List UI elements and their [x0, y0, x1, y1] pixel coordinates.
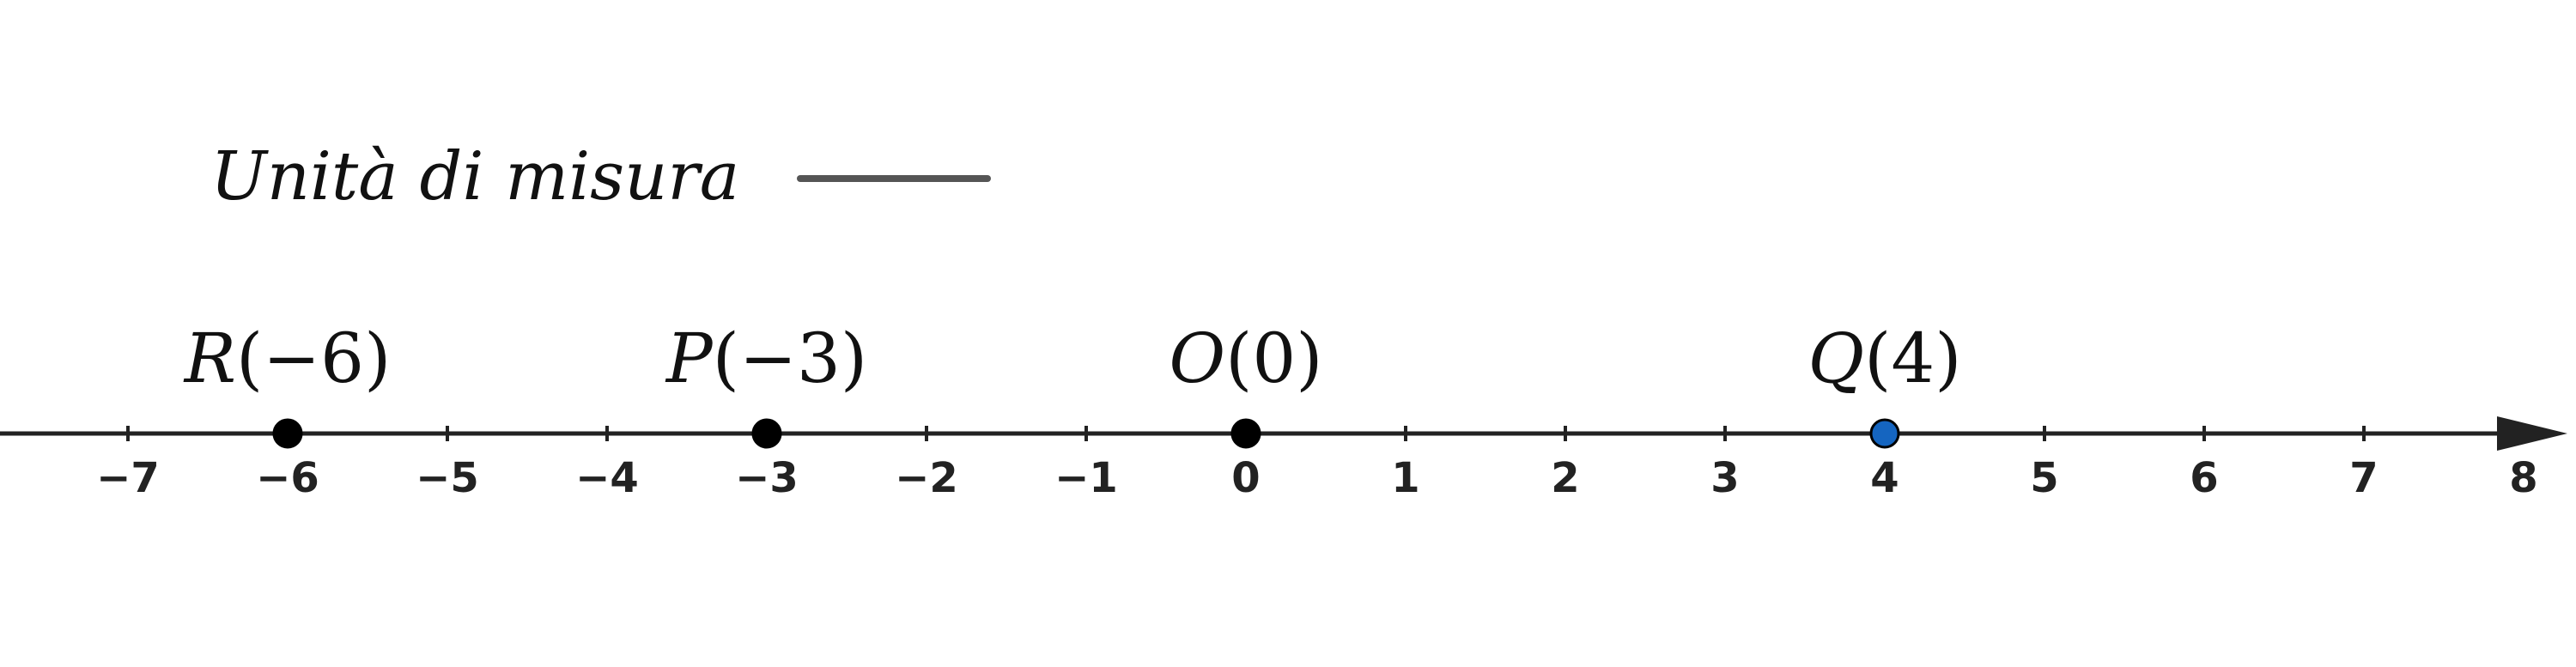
point-coordinate: (−3): [713, 318, 867, 398]
point-coordinate: (4): [1864, 318, 1961, 398]
point-label: Q(4): [1808, 318, 1962, 398]
point-r: R(−6): [183, 318, 392, 449]
point-label: P(−3): [665, 318, 867, 398]
tick-label: −4: [575, 454, 639, 502]
tick-label: 2: [1551, 454, 1579, 502]
labeled-points: R(−6) P(−3) O(0) Q(4): [183, 318, 1962, 449]
point-marker: [272, 418, 303, 449]
tick-label: 8: [2509, 454, 2537, 502]
point-coordinate: (−6): [236, 318, 391, 398]
point-o: O(0): [1170, 318, 1323, 449]
point-name: P: [665, 318, 714, 398]
tick-label: −6: [256, 454, 319, 502]
axis-arrowhead: [2497, 416, 2567, 451]
unit-label: Unità di misura: [210, 138, 739, 215]
tick-label: 7: [2349, 454, 2378, 502]
point-marker: [1230, 418, 1261, 449]
point-marker: [1869, 418, 1900, 449]
unit-legend: Unità di misura: [210, 138, 991, 215]
tick-label: −7: [96, 454, 160, 502]
point-name: Q: [1808, 318, 1865, 398]
tick-label: −2: [895, 454, 958, 502]
tick-label: 6: [2190, 454, 2218, 502]
axis-tick-labels: −7 −6 −5 −4 −3 −2 −1 0 1 2 3 4 5 6 7 8: [96, 454, 2538, 502]
point-label: R(−6): [183, 318, 392, 398]
point-p: P(−3): [665, 318, 867, 449]
tick-label: 0: [1231, 454, 1260, 502]
tick-label: 4: [1870, 454, 1899, 502]
tick-label: −1: [1054, 454, 1118, 502]
point-coordinate: (0): [1225, 318, 1322, 398]
tick-label: 5: [2030, 454, 2058, 502]
point-name: R: [183, 318, 236, 398]
tick-label: 3: [1710, 454, 1739, 502]
point-marker: [751, 418, 782, 449]
tick-label: −5: [416, 454, 479, 502]
point-q: Q(4): [1808, 318, 1962, 449]
point-name: O: [1170, 318, 1226, 398]
point-label: O(0): [1170, 318, 1323, 398]
tick-label: −3: [735, 454, 799, 502]
tick-label: 1: [1391, 454, 1419, 502]
